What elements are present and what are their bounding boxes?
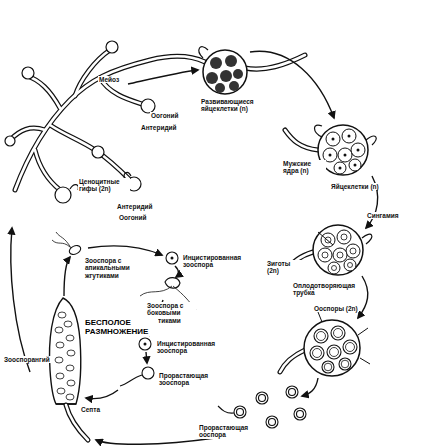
part-label: Ценоцитные гифы (2n) (78, 178, 130, 193)
part-label: Антеридий (116, 203, 154, 210)
part-label: Оогоний (150, 112, 180, 119)
coenocytic-hyphae (5, 41, 305, 203)
section-title: БЕСПОЛОЕ РАЗМНОЖЕНИЕ (84, 318, 158, 336)
part-label: Зооспора с апикальными жгутиками (84, 257, 148, 279)
part-label: Мужские ядра (n) (282, 160, 326, 175)
part-label: Мейоз (98, 76, 120, 83)
part-label: Зиготы (2n) (266, 260, 304, 275)
oogonium-oospores (280, 312, 370, 376)
part-label: Прорастающая зооспора (158, 372, 218, 387)
part-label: Развивающиеся яйцеклетки (n) (200, 98, 264, 113)
part-label: Яйцеклетки (n) (330, 183, 380, 190)
part-label: Антеридий (140, 124, 178, 131)
cycle-arrows (11, 51, 378, 444)
part-label: Инцистированная зооспора (182, 254, 242, 269)
part-label: Оплодотворяющая трубка (292, 282, 352, 297)
part-label: Зооспорангий (3, 356, 51, 363)
oogonium-developing (199, 47, 247, 94)
free-oospores (218, 386, 306, 428)
asexual-reproduction (50, 232, 196, 440)
part-label: Оогоний (118, 214, 148, 221)
part-label: Сингамия (366, 212, 400, 219)
part-label: Ооспоры (2n) (313, 305, 359, 312)
part-label: Прорастающая ооспора (198, 424, 250, 439)
part-label: Септа (80, 406, 101, 413)
part-label: Инцистированная зооспора (156, 340, 216, 355)
